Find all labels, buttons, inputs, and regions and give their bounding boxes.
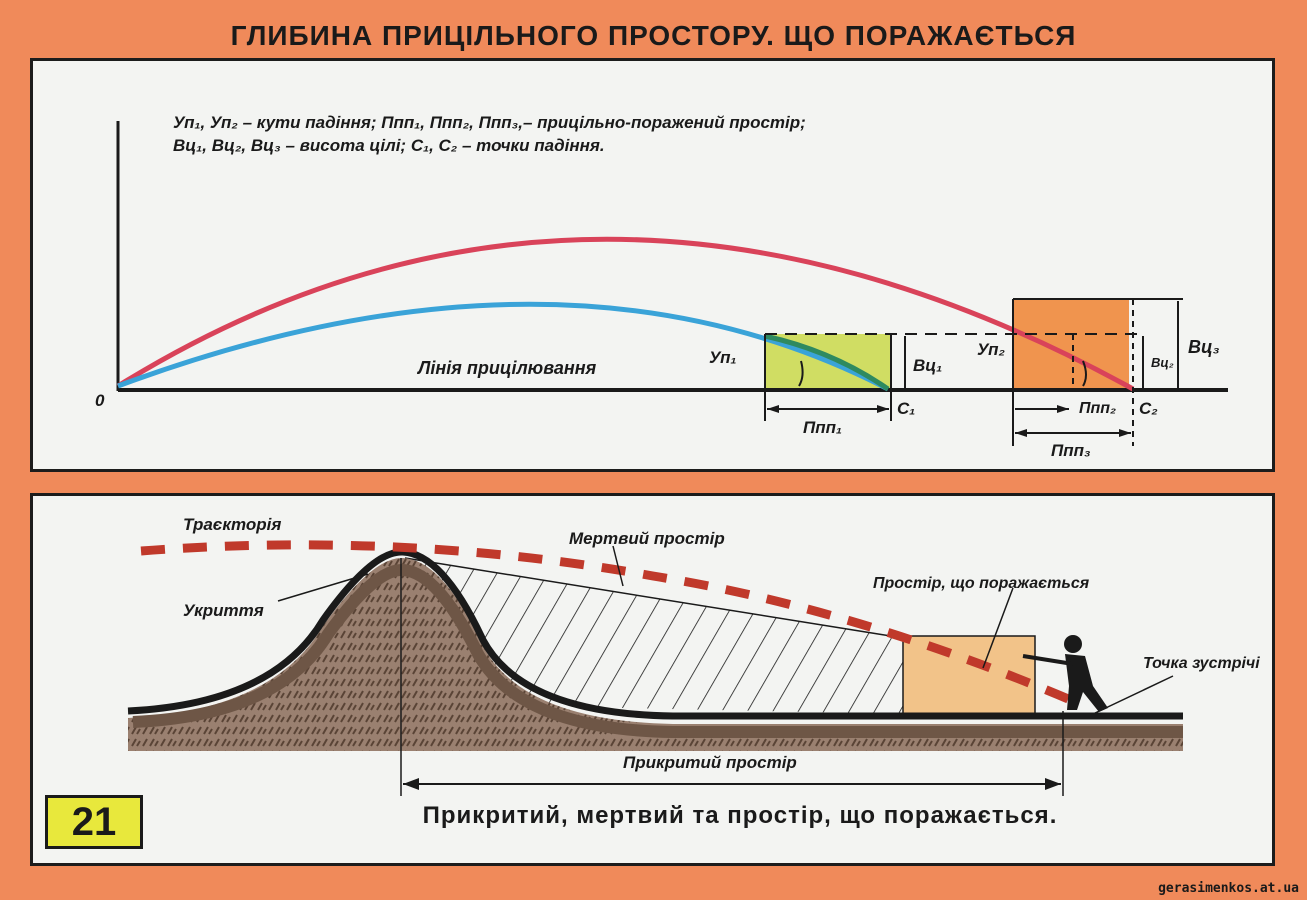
space3-arrow-left [1015,429,1027,437]
space1-arrow-right [877,405,889,413]
covered-arrow-left [403,778,419,790]
figure-caption: Прикритий, мертвий та простір, що поража… [422,802,1058,829]
aiming-line-label: Лінія прицілювання [416,358,597,378]
meeting-leader [1092,675,1174,715]
trajectory-panel: Уп₁, Уп₂ – кути падіння; Ппп₁, Ппп₂, Ппп… [30,58,1275,472]
figure-number-badge: 21 [45,795,143,849]
legend-line-2: Вц₁, Вц₂, Вц₃ – висота цілі; С₁, С₂ – то… [173,136,605,155]
ground-line [127,548,1183,720]
origin-label: 0 [95,391,105,410]
space2-arrow-right [1057,405,1069,413]
lower-trajectory [117,301,890,392]
angle1-label: Уп₁ [709,348,736,367]
meeting-point-label: Точка зустрічі [1143,655,1260,672]
cover-diagram: Траєкторія Мертвий простір Укриття Прост… [127,515,1260,796]
trajectory-diagram: Уп₁, Уп₂ – кути падіння; Ппп₁, Ппп₂, Ппп… [95,113,1228,460]
space1-arrow-left [767,405,779,413]
cover-label: Укриття [183,601,264,620]
covered-arrow-right [1045,778,1061,790]
trajectory-label: Траєкторія [183,515,281,534]
cover-leader [277,573,369,602]
angle2-arc [1082,360,1087,387]
trajectory-dashed [140,540,1075,706]
impact2-label: С₂ [1139,399,1158,418]
ground-brown-band [132,564,1183,738]
angle1-arc [798,360,804,387]
soldier-icon [1022,635,1108,712]
height3-label: Вц₃ [1188,337,1220,357]
hit-space-label: Простір, що поражається [873,575,1090,592]
space1-label: Ппп₁ [803,418,842,437]
legend-line-1: Уп₁, Уп₂ – кути падіння; Ппп₁, Ппп₂, Ппп… [173,113,806,132]
angle2-label: Уп₂ [977,340,1005,359]
lower-trajectory-end [764,333,890,392]
cover-panel: Траєкторія Мертвий простір Укриття Прост… [30,493,1275,866]
upper-trajectory [116,236,1135,392]
impact1-label: С₁ [897,399,915,418]
dead-space-top-line [404,557,904,639]
dead-space-leader [612,545,624,587]
height1-label: Вц₁ [913,356,942,375]
height2-label: Вц₂ [1151,355,1174,370]
space3-label: Ппп₃ [1051,441,1091,460]
space3-arrow-right [1119,429,1131,437]
space2-label: Ппп₂ [1079,400,1116,417]
covered-space-label: Прикритий простір [623,753,797,772]
dead-space-hatch [405,558,903,714]
watermark: gerasimenkos.at.ua [1158,881,1299,896]
hit-space-leader [982,587,1014,669]
dead-space-label: Мертвий простір [569,529,725,548]
page-title: ГЛИБИНА ПРИЦІЛЬНОГО ПРОСТОРУ. ЩО ПОРАЖАЄ… [230,20,1077,51]
ground-soil [128,557,1183,751]
